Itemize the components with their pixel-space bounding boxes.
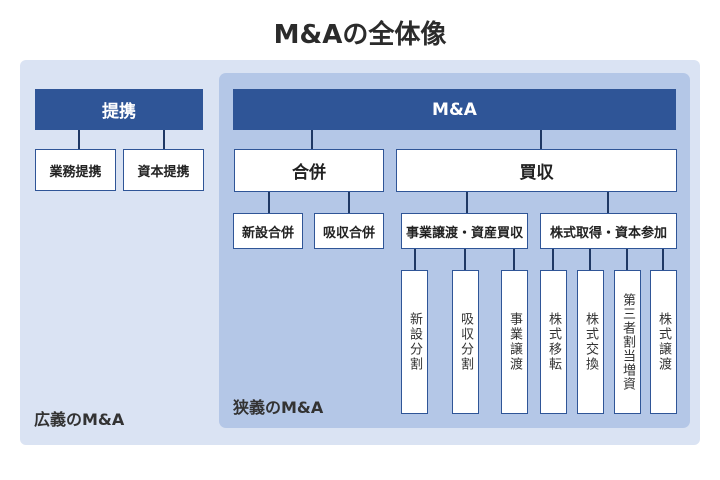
alliance-header: 提携	[35, 89, 203, 130]
ma-label: M&A	[432, 99, 477, 120]
acquisition-label: 買収	[519, 163, 554, 183]
absorption-split-box: 吸収分割	[452, 270, 479, 414]
share-acquisition-label: 株式取得・資本参加	[549, 225, 667, 241]
business-transfer-item-label: 事業譲渡	[507, 312, 522, 372]
business-alliance-box: 業務提携	[35, 149, 116, 191]
connector	[464, 249, 466, 270]
merger-label: 合併	[292, 163, 326, 183]
third-party-allotment-label: 第三者割当増資	[620, 293, 635, 391]
connector	[540, 130, 542, 149]
connector	[268, 192, 270, 213]
share-transfer-box: 株式移転	[540, 270, 567, 414]
absorption-merger-label: 吸収合併	[322, 225, 375, 241]
share-acquisition-box: 株式取得・資本参加	[540, 213, 677, 249]
connector	[589, 249, 591, 270]
business-transfer-box: 事業譲渡・資産買収	[401, 213, 528, 249]
connector	[607, 192, 609, 213]
share-transfer-label: 株式移転	[546, 312, 561, 372]
share-sale-label: 株式譲渡	[656, 312, 671, 372]
connector	[78, 130, 80, 149]
connector	[466, 192, 468, 213]
connector	[626, 249, 628, 270]
business-alliance-label: 業務提携	[49, 164, 102, 180]
connector	[552, 249, 554, 270]
capital-alliance-label: 資本提携	[137, 164, 190, 180]
business-transfer-label: 事業譲渡・資産買収	[405, 225, 523, 241]
share-exchange-box: 株式交換	[577, 270, 604, 414]
absorption-split-label: 吸収分割	[458, 312, 473, 372]
connector	[163, 130, 165, 149]
connector	[414, 249, 416, 270]
connector	[513, 249, 515, 270]
new-merger-box: 新設合併	[233, 213, 303, 249]
narrow-ma-label: 狭義のM&A	[233, 398, 324, 417]
page-title: M&Aの全体像	[273, 20, 447, 50]
new-merger-label: 新設合併	[241, 225, 294, 241]
new-split-label: 新設分割	[407, 312, 422, 372]
business-transfer-item-box: 事業譲渡	[501, 270, 528, 414]
alliance-label: 提携	[102, 102, 136, 122]
connector	[348, 192, 350, 213]
third-party-allotment-box: 第三者割当増資	[614, 270, 641, 414]
absorption-merger-box: 吸収合併	[314, 213, 384, 249]
share-exchange-label: 株式交換	[583, 312, 598, 372]
share-sale-box: 株式譲渡	[650, 270, 677, 414]
merger-box: 合併	[234, 149, 384, 192]
acquisition-box: 買収	[396, 149, 677, 192]
capital-alliance-box: 資本提携	[123, 149, 204, 191]
ma-header: M&A	[233, 89, 676, 130]
broad-ma-label: 広義のM&A	[34, 410, 125, 429]
connector	[311, 130, 313, 149]
connector	[662, 249, 664, 270]
new-split-box: 新設分割	[401, 270, 428, 414]
